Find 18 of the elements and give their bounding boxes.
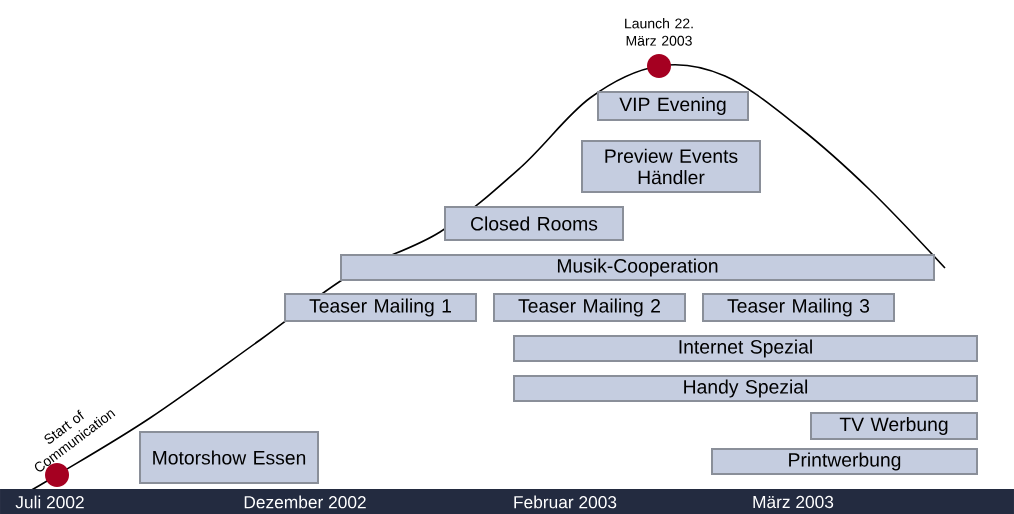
activity-box: Internet Spezial <box>513 335 978 362</box>
activity-box: Musik-Cooperation <box>340 254 935 281</box>
activity-box: Printwerbung <box>711 448 978 475</box>
activity-box: Preview Events Händler <box>581 140 761 193</box>
date-label: Februar 2003 <box>514 495 617 509</box>
milestone-label: Launch 22. März 2003 <box>625 18 693 46</box>
activity-box: Teaser Mailing 2 <box>493 293 686 322</box>
activity-box: VIP Evening <box>597 91 749 121</box>
activity-box: Handy Spezial <box>513 375 978 402</box>
milestone-dot <box>647 54 671 78</box>
activity-box: Teaser Mailing 3 <box>702 293 895 322</box>
activity-box: Closed Rooms <box>444 206 624 241</box>
activity-box: Teaser Mailing 1 <box>284 293 477 322</box>
activity-box: TV Werbung <box>810 412 978 440</box>
date-label: Dezember 2002 <box>244 495 366 509</box>
activity-box: Motorshow Essen <box>139 431 319 484</box>
date-label: März 2003 <box>753 495 834 509</box>
date-label: Juli 2002 <box>15 495 84 509</box>
